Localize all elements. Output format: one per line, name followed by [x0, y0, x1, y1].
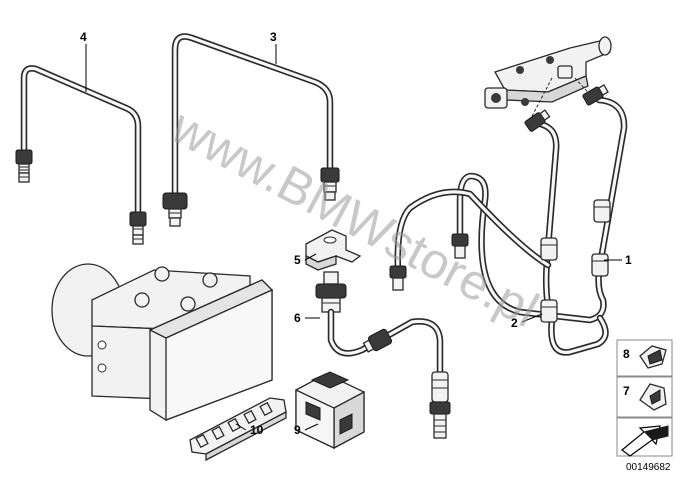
pipe-holder-9[interactable]	[295, 371, 365, 450]
abs-hydraulic-unit[interactable]	[51, 263, 274, 421]
brake-pipe-4[interactable]	[15, 65, 147, 245]
callout-5: 5	[294, 253, 301, 267]
callout-2: 2	[511, 316, 518, 330]
callout-10: 10	[250, 423, 264, 437]
leader-lines	[85, 44, 622, 431]
pipe-4-fitting-left	[15, 149, 33, 183]
bracket-5[interactable]	[305, 229, 362, 271]
clip-7-icon[interactable]	[639, 383, 667, 411]
pipe-1-2-fittings	[389, 84, 611, 323]
brake-hose-6[interactable]	[315, 271, 451, 439]
callout-6: 6	[294, 311, 301, 325]
clip-strip-10[interactable]	[189, 397, 287, 462]
catalog-number: 00149682	[626, 462, 671, 473]
master-cylinder-valve[interactable]	[484, 36, 612, 121]
pipe-3-fitting-right	[320, 167, 340, 201]
callout-7: 7	[623, 384, 630, 398]
arrow-icon	[621, 425, 669, 457]
icon-panel	[616, 339, 673, 457]
callout-1: 1	[625, 253, 632, 267]
pipe-3-fitting-left	[162, 192, 188, 227]
brake-pipe-3[interactable]	[162, 33, 340, 227]
clip-8-icon[interactable]	[639, 345, 667, 369]
callout-9: 9	[294, 423, 301, 437]
pipe-4-fitting-right	[129, 211, 147, 245]
callout-8: 8	[623, 347, 630, 361]
callout-4: 4	[80, 30, 87, 44]
callout-3: 3	[270, 30, 277, 44]
